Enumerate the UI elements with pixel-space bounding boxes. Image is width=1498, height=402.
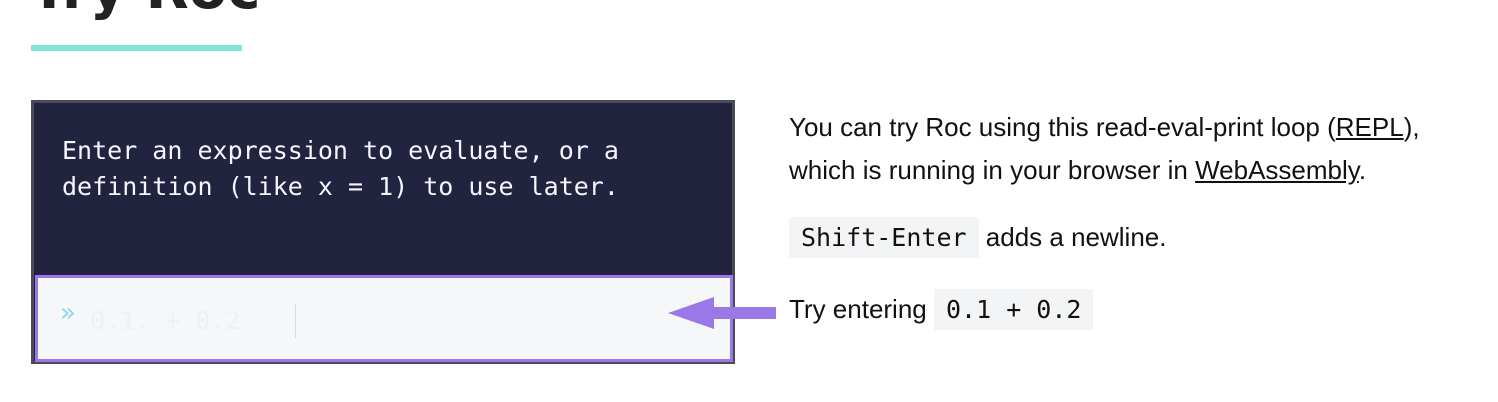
text-caret (295, 304, 296, 338)
try-entering-text: Try entering (789, 294, 934, 324)
try-entering-hint: Try entering 0.1 + 0.2 (789, 289, 1094, 330)
repl-input-area[interactable]: » (35, 275, 733, 362)
repl-output: Enter an expression to evaluate, or a de… (62, 136, 619, 201)
repl-input[interactable] (90, 300, 510, 340)
repl-link[interactable]: REPL (1335, 112, 1404, 142)
intro-text-1: You can try Roc using this read-eval-pri… (789, 112, 1336, 142)
intro-text-2: ), which is running in your browser in (789, 112, 1420, 185)
arrow-left-icon (668, 297, 776, 329)
try-example-code: 0.1 + 0.2 (933, 289, 1094, 330)
intro-text-3: . (1358, 155, 1367, 185)
prompt-chevron-icon: » (60, 298, 76, 328)
title-underline (31, 45, 242, 51)
repl-panel: Enter an expression to evaluate, or a de… (31, 100, 735, 364)
page-title: Try Roc (30, 0, 260, 18)
shift-enter-text: adds a newline. (978, 222, 1167, 252)
shift-enter-key: Shift-Enter (789, 217, 979, 258)
shift-enter-hint: Shift-Enter adds a newline. (789, 217, 1166, 258)
webassembly-link[interactable]: WebAssembly (1195, 155, 1359, 185)
repl-description: You can try Roc using this read-eval-pri… (789, 106, 1479, 192)
